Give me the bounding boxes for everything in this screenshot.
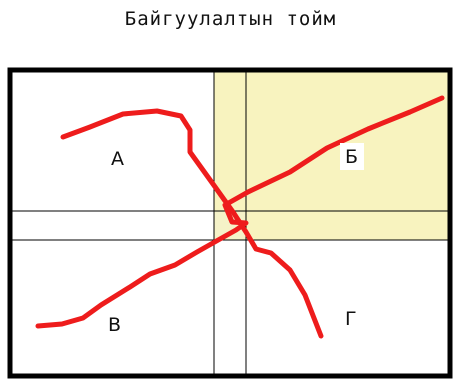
plan-frame <box>7 67 453 379</box>
zone-label-b: Б <box>345 146 358 168</box>
route-line-v-to-b <box>35 95 445 329</box>
zone-label-v: В <box>108 314 121 336</box>
zone-label-b-backdrop <box>340 143 364 170</box>
diagram-title: Байгуулалтын тойм <box>124 8 337 30</box>
zone-label-a: А <box>111 148 124 170</box>
zone-label-g: Г <box>345 308 357 330</box>
highlight-zone-b <box>214 70 450 240</box>
route-line-a-to-g <box>60 108 324 339</box>
